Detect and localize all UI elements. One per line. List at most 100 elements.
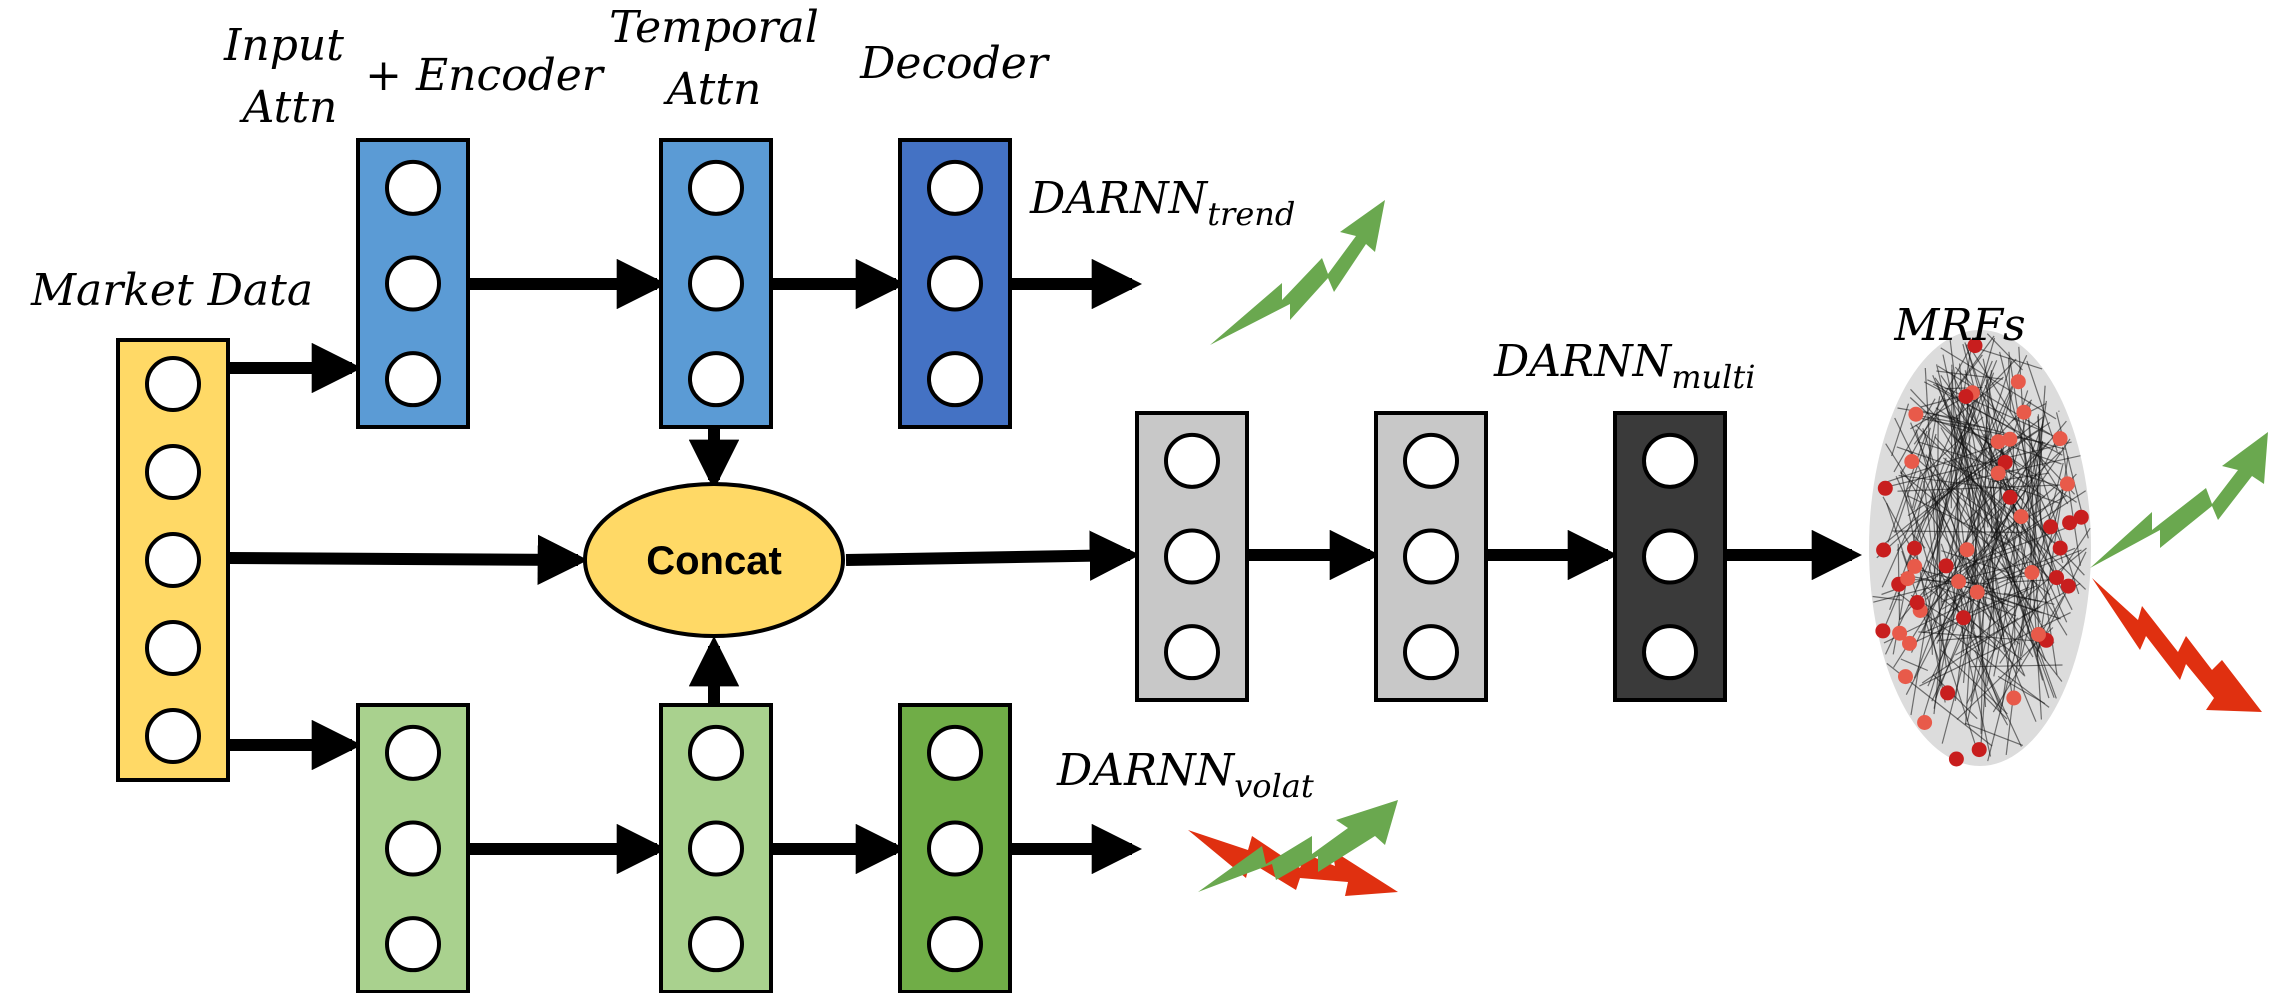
mrf-node: [2062, 515, 2078, 531]
neuron-node: [385, 255, 441, 312]
mrf-edge: [2033, 605, 2041, 623]
multi-layer-1-box: [1135, 411, 1249, 702]
neuron-node: [145, 356, 201, 412]
market-data-label: Market Data: [30, 265, 313, 316]
mrf-node: [1907, 558, 1923, 574]
mrf-node: [1877, 480, 1893, 496]
neuron-node: [1164, 528, 1220, 585]
mrf-edge: [1970, 513, 1999, 702]
mrf-edge: [1986, 333, 2023, 371]
darnn-volat-base: DARNN: [1056, 745, 1236, 796]
mrf-edge: [1993, 415, 2045, 677]
mrf-node: [1898, 669, 1913, 685]
darnn-multi-subscript: multi: [1671, 358, 1755, 396]
temporal-attn-label-line2: Attn: [663, 64, 762, 115]
temporal-attn-blue-box: [659, 138, 773, 429]
neuron-node: [1403, 624, 1459, 681]
mrf-edge: [1962, 370, 1993, 683]
neuron-node: [385, 820, 441, 877]
mrf-edge: [1933, 584, 2017, 617]
mrf-node: [1902, 635, 1917, 651]
mrf-edge: [1911, 413, 1985, 429]
mrf-edge: [1990, 495, 2067, 539]
mrf-edge: [2001, 523, 2039, 548]
neuron-node: [145, 620, 201, 676]
neuron-node: [927, 916, 983, 973]
mrf-edge: [1964, 370, 2012, 586]
concat-ellipse: [583, 482, 845, 638]
mrfs-network: [1869, 330, 2091, 767]
volat-down-arrow-icon: [1188, 830, 1398, 896]
mrf-node: [1908, 406, 1924, 422]
mrf-edge: [1941, 547, 2076, 603]
mrf-edge: [1987, 462, 2064, 762]
mrf-edge: [1941, 552, 2033, 610]
mrf-edge: [1898, 474, 2018, 492]
neuron-node: [688, 159, 744, 216]
mrf-node: [2006, 690, 2022, 706]
input-attn-encoder-green-box: [356, 703, 470, 993]
mrf-node: [2059, 476, 2075, 492]
neuron-node: [1642, 624, 1698, 681]
mrf-node: [1907, 540, 1922, 556]
mrf-node: [1909, 595, 1925, 610]
mrf-edge: [1893, 398, 1936, 473]
mrf-edge: [1892, 396, 1941, 655]
neuron-node: [145, 444, 201, 500]
mrf-edge: [1922, 595, 1961, 720]
mrf-node: [2013, 509, 2029, 525]
mrf-node: [1948, 751, 1964, 767]
mrf-edge: [2000, 535, 2050, 699]
mrf-edge: [2028, 419, 2046, 551]
mrf-edge: [2020, 479, 2066, 657]
trend-arrows: [1188, 200, 2268, 896]
mrf-edge: [1937, 365, 2051, 435]
neuron-node: [385, 159, 441, 216]
mrf-edge: [1940, 347, 2057, 420]
neuron-node: [385, 724, 441, 781]
darnn-volat-subscript: volat: [1234, 767, 1314, 805]
mrf-edge: [1899, 420, 2067, 620]
neuron-node: [1164, 624, 1220, 681]
mrf-edge: [1884, 355, 2028, 655]
mrf-edge: [1882, 496, 1934, 589]
mrf-edge: [1933, 469, 1981, 709]
mrf-node: [1956, 610, 1971, 626]
mrf-edge: [1963, 441, 2050, 525]
mrf-edge: [1932, 494, 1943, 530]
neuron-node: [927, 159, 983, 216]
mrf-edge: [1885, 443, 1975, 583]
mrf-edge: [1927, 441, 2044, 687]
input-attn-label-line2: Attn: [239, 82, 338, 133]
mrfs-label: MRFs: [1893, 300, 2025, 351]
mrf-edge: [1942, 457, 2023, 520]
neuron-node: [927, 255, 983, 312]
mrf-node: [2031, 627, 2046, 642]
mrf-edge: [2062, 446, 2081, 566]
mrf-edge: [1932, 375, 1979, 480]
mrf-node: [1876, 542, 1892, 558]
mrf-edge: [2030, 442, 2080, 595]
mrf-edge: [1962, 343, 2021, 567]
mrf-edge: [1932, 674, 1978, 720]
arrow-market-to-concat: [227, 534, 589, 585]
neuron-node: [1164, 432, 1220, 489]
mrf-node: [1938, 558, 1954, 574]
mrf-edge: [1958, 335, 1995, 384]
mrf-edge: [1906, 449, 2051, 580]
mrf-edge: [2058, 410, 2060, 413]
neuron-node: [1403, 432, 1459, 489]
darnn-trend-label: DARNNtrend: [1029, 173, 1295, 233]
mrf-node: [2052, 540, 2068, 556]
mrf-edge: [1982, 694, 2008, 720]
neuron-node: [1642, 528, 1698, 585]
mrf-edge: [1969, 392, 2013, 529]
mrf-edge: [1912, 416, 2046, 444]
mrf-edge: [1923, 381, 2063, 456]
mrf-node: [2049, 570, 2065, 586]
neuron-node: [688, 916, 744, 973]
mrf-edge: [1910, 594, 1998, 651]
mrf-node: [1958, 389, 1974, 404]
arrow-concat-to-gray1: [845, 530, 1141, 581]
darnn-trend-subscript: trend: [1207, 195, 1295, 233]
